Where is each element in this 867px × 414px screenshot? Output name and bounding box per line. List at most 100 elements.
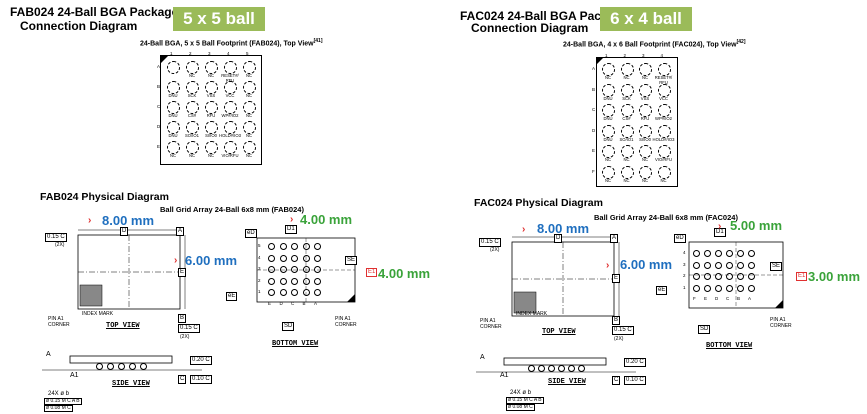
right-index-mark: INDEX MARK <box>516 311 548 317</box>
left-ball-label: VSS <box>206 93 216 98</box>
right-bottom-ball <box>715 261 722 269</box>
right-footprint-ball <box>620 124 634 138</box>
right-bottom-ball <box>693 284 700 292</box>
left-e-label: E <box>178 268 187 277</box>
right-tol-2x: (2X) <box>490 247 500 253</box>
right-ball-label: NC <box>623 177 630 183</box>
left-footprint-ball <box>205 141 218 154</box>
left-bottom-ball <box>291 266 298 273</box>
left-dim-bottom-w: 4.00 mm <box>300 212 353 227</box>
left-row-label: D <box>157 124 161 129</box>
left-bottom-ball <box>314 243 321 250</box>
right-bottom-ball <box>748 273 755 280</box>
right-side-ball <box>558 365 565 372</box>
left-sd-label: SD <box>282 322 295 331</box>
left-ball-label: NC <box>207 153 215 158</box>
left-ee-label: eE <box>226 292 238 301</box>
left-bottom-ball <box>314 266 321 273</box>
left-side-ball <box>118 363 125 370</box>
right-ee-label: eE <box>656 286 668 295</box>
right-footprint-ball <box>602 145 615 158</box>
left-row-label: E <box>157 144 161 149</box>
left-bottom-col-label: D <box>279 300 283 306</box>
left-tol-2x: (2X) <box>55 242 65 248</box>
left-bottom-ball <box>291 243 298 250</box>
left-footprint-title-text: 24-Ball BGA, 5 x 5 Ball Footprint (FAB02… <box>140 40 314 48</box>
right-ball-badge: 6 x 4 ball <box>600 7 692 31</box>
right-side-ball <box>568 365 575 372</box>
right-bottom-row-label: 4 <box>683 250 686 255</box>
right-sd-label: SD <box>698 325 711 334</box>
right-top-view-caption: TOP VIEW <box>542 328 576 336</box>
right-side-tol-bot: 0.10 C <box>624 376 646 385</box>
left-ball-label: WP#/IO2 <box>221 113 239 118</box>
right-ball-count: 24X ø b <box>510 390 532 396</box>
left-ball-label: NC <box>245 153 253 158</box>
left-side-ball <box>96 363 103 370</box>
left-tol-right: 0.15 C <box>178 324 200 333</box>
right-footprint-ball <box>602 165 615 179</box>
right-bottom-row-label: 1 <box>683 284 686 290</box>
left-footprint-ball <box>167 61 180 74</box>
left-ball-label: CS# <box>187 113 197 118</box>
right-bottom-ball <box>726 261 733 269</box>
right-index-mark-area <box>513 291 537 314</box>
left-ball-label: SO/IO1 <box>185 133 199 138</box>
left-tol-b1: ø 0.15 M C A B <box>44 398 82 405</box>
right-bottom-ball <box>704 284 711 292</box>
left-bottom-ball <box>302 266 310 273</box>
left-bottom-ball <box>302 243 310 250</box>
right-ball-label: SI/IO0 <box>639 136 651 142</box>
left-col-label: 5 <box>246 51 249 56</box>
left-bottom-ball <box>302 254 310 262</box>
left-ball-label: SI/IO0 <box>205 133 217 138</box>
right-bottom-col-label: F <box>693 296 696 301</box>
left-ed-label: eD <box>245 229 257 238</box>
left-ball-label: VCC <box>225 93 235 98</box>
right-d-label: D <box>554 234 563 243</box>
right-row-label: F <box>592 168 595 174</box>
right-ball-label: DNU <box>603 136 613 142</box>
right-bottom-ball <box>748 250 755 257</box>
left-bottom-ball <box>291 254 298 262</box>
right-footprint-ball <box>620 145 634 158</box>
right-footprint-title-text: 24-Ball BGA, 4 x 6 Ball Footprint (FAC02… <box>563 41 737 49</box>
right-side-c-datum: C <box>612 376 621 385</box>
left-footprint-title: 24-Ball BGA, 5 x 5 Ball Footprint (FAB02… <box>140 37 323 48</box>
right-col-label: 2 <box>623 53 627 58</box>
right-dim-bottom-w: 5.00 mm <box>730 218 783 233</box>
right-bottom-ball <box>726 273 733 280</box>
right-footprint-ball <box>639 145 652 158</box>
right-tol-right-2x: (2X) <box>614 336 624 342</box>
left-col-label: 1 <box>170 51 173 56</box>
right-ball-label: VSS <box>640 95 650 101</box>
left-ball-label: VIO/RFU <box>221 153 239 158</box>
right-footprint-ball <box>657 165 671 179</box>
right-bottom-ball <box>704 261 711 269</box>
right-bottom-ball <box>704 250 711 257</box>
right-row-label: C <box>592 107 596 112</box>
right-pin-a1-corner: PIN A1 CORNER <box>480 318 502 330</box>
left-side-ball <box>129 363 136 370</box>
left-ball-label: DNU <box>168 93 178 98</box>
left-bottom-w-arrow: › <box>290 214 294 225</box>
left-ball-label: NC <box>245 113 253 118</box>
right-ball-label: DNU <box>603 116 613 121</box>
right-bottom-ball <box>704 273 711 280</box>
left-tol-right-2x: (2X) <box>180 334 190 340</box>
right-bottom-view-caption: BOTTOM VIEW <box>706 342 753 350</box>
right-bottom-ball <box>737 273 744 280</box>
right-ball-label: VIO/RFU <box>655 157 672 162</box>
left-ball-label: DNU <box>168 133 178 138</box>
left-bottom-row-label: 4 <box>258 254 261 260</box>
right-footprint-ball <box>639 83 652 97</box>
right-physical-title: FAC024 Physical Diagram <box>474 197 603 209</box>
left-bottom-ball <box>314 277 321 285</box>
right-footprint-ball <box>639 104 652 117</box>
right-row-label: A <box>592 66 596 71</box>
left-side-c-datum: C <box>178 375 187 384</box>
left-bottom-ball <box>302 289 310 296</box>
left-bottom-ball <box>268 243 275 250</box>
right-side-tol-top: 0.20 C <box>624 358 646 367</box>
right-bottom-ball <box>726 284 733 292</box>
